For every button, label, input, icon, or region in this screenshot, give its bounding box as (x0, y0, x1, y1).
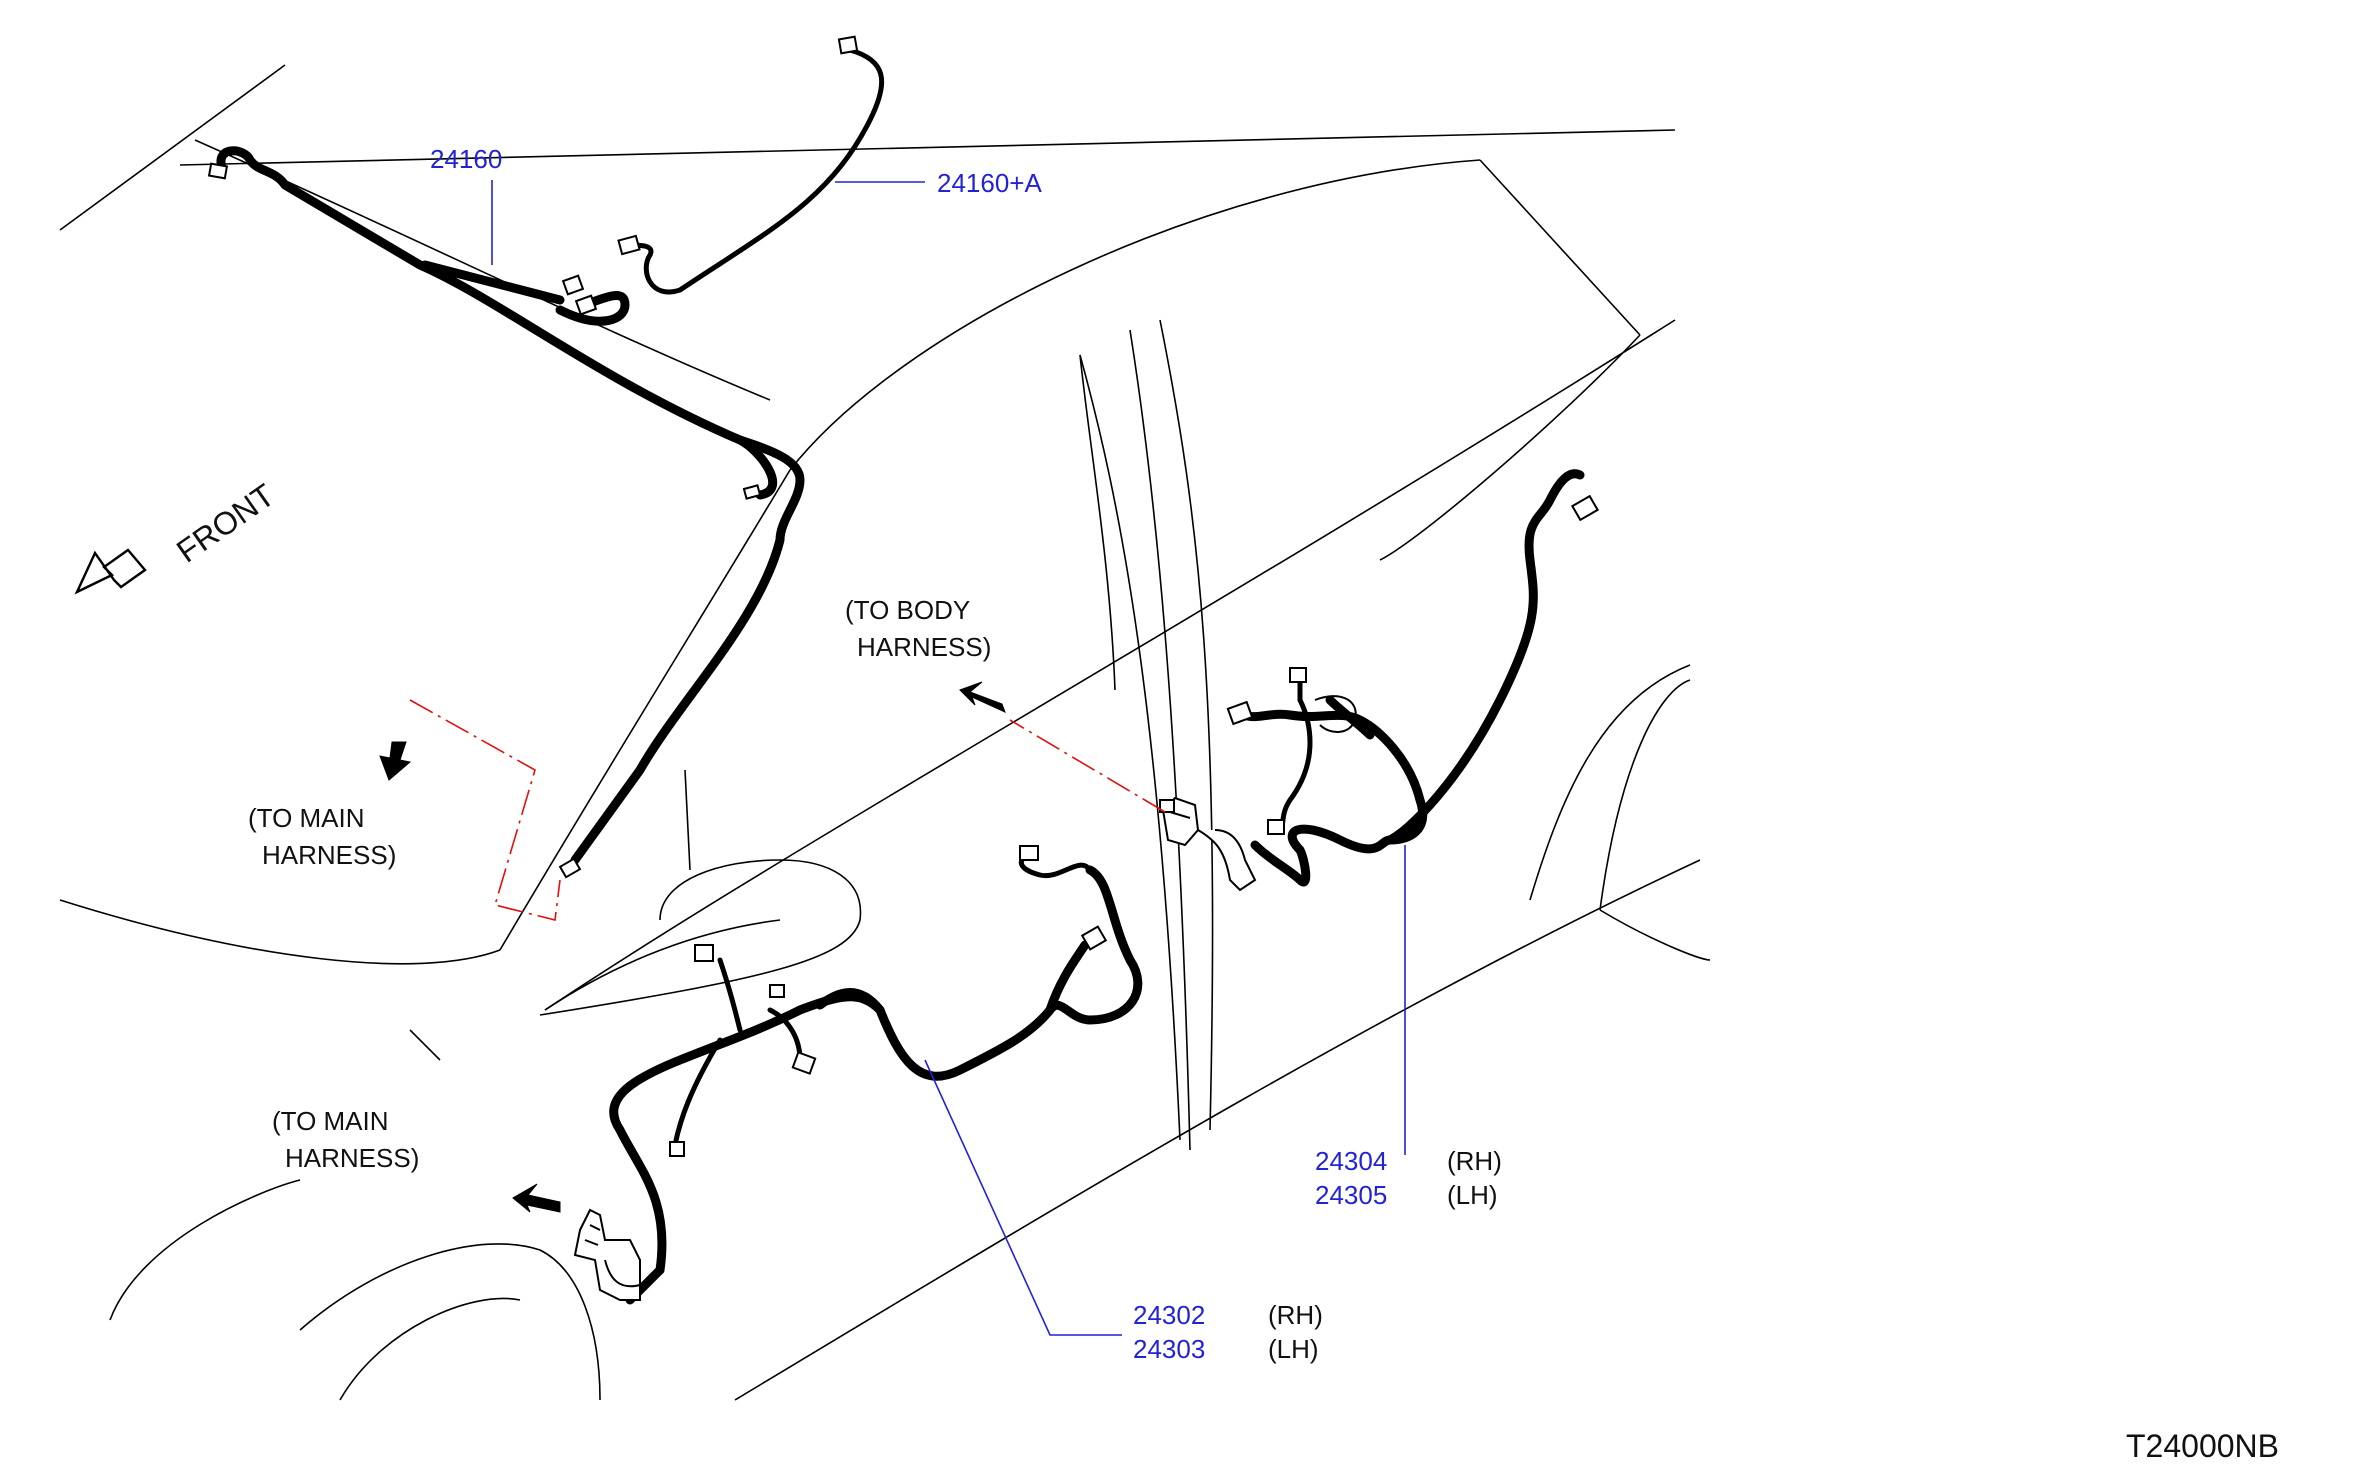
harness-24304-branches (1277, 677, 1313, 833)
part-number-24160[interactable]: 24160 (430, 144, 503, 174)
part-number-24305[interactable]: 24305 (1315, 1180, 1388, 1210)
guide-lines (409, 699, 1166, 921)
callout-lines (491, 180, 1406, 1336)
connector (574, 294, 598, 316)
to-body-harness-line1: (TO BODY (845, 595, 971, 625)
connector (1289, 667, 1307, 683)
connector (669, 1141, 685, 1157)
connector (837, 35, 859, 55)
connectors (207, 35, 1600, 1157)
to-body-harness-line2: HARNESS) (857, 632, 992, 662)
leader-24302 (924, 1059, 1122, 1336)
to-main-harness-lower-line1: (TO MAIN (272, 1106, 389, 1136)
guide-to-body-harness (1009, 719, 1166, 813)
harness-24304 (1240, 469, 1585, 887)
part-number-24160-a[interactable]: 24160+A (937, 168, 1042, 198)
connector (1226, 700, 1254, 726)
connector (1159, 799, 1175, 813)
connector (1267, 819, 1285, 835)
connector (791, 1051, 817, 1075)
connector (1080, 925, 1108, 951)
harness-24302 (609, 865, 1143, 1305)
vehicle-body-outline (59, 64, 1711, 1401)
guide-to-main-harness-upper (409, 699, 561, 921)
arrow-down-icon (379, 741, 412, 781)
front-arrow-icon (74, 548, 147, 595)
diagram-code: T24000NB (2126, 1428, 2279, 1464)
connector (742, 484, 762, 500)
arrows (379, 681, 1006, 1213)
arrow-left-icon (512, 1183, 561, 1213)
connector (694, 944, 714, 962)
side-lh-24305: (LH) (1447, 1180, 1498, 1210)
connector (769, 984, 785, 998)
connector (1570, 494, 1600, 522)
grommet-door-rear (1161, 796, 1257, 892)
to-main-harness-upper-line2: HARNESS) (262, 840, 397, 870)
to-main-harness-lower-line2: HARNESS) (285, 1143, 420, 1173)
connector (561, 274, 585, 296)
grommet-door-front (573, 1208, 641, 1301)
part-number-24303[interactable]: 24303 (1133, 1334, 1206, 1364)
connector (617, 234, 641, 256)
part-number-24302[interactable]: 24302 (1133, 1300, 1206, 1330)
connector (1019, 845, 1039, 861)
side-lh-24303: (LH) (1268, 1334, 1319, 1364)
side-rh-24302: (RH) (1268, 1300, 1323, 1330)
harness-24160 (216, 146, 805, 865)
part-number-24304[interactable]: 24304 (1315, 1146, 1388, 1176)
harness-24302-branches (672, 852, 1093, 1148)
grommet-rear-loop (1314, 695, 1357, 733)
connector (558, 857, 582, 879)
to-main-harness-upper-line1: (TO MAIN (248, 803, 365, 833)
side-rh-24304: (RH) (1447, 1146, 1502, 1176)
arrow-left-icon (959, 681, 1006, 713)
connector (207, 162, 229, 180)
harness-24160-a (627, 47, 885, 295)
